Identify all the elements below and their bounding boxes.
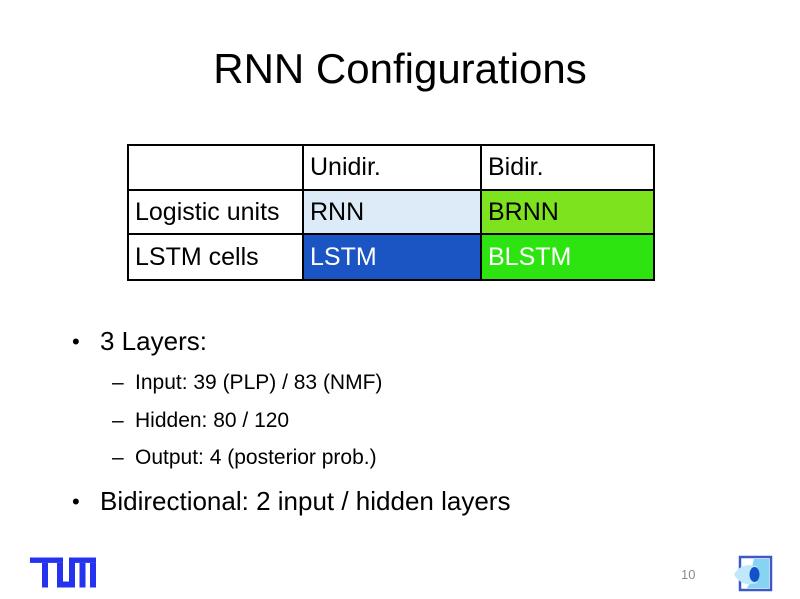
rnn-config-table: Unidir. Bidir. Logistic units RNN BRNN L… [127,144,655,281]
sub-bullet-item: –Input: 39 (PLP) / 83 (NMF) [112,371,382,395]
header-cell-bidir: Bidir. [480,144,655,191]
institute-logo [734,555,773,592]
table-row: Logistic units RNN BRNN [127,189,655,235]
sub-bullet-text: Output: 4 (posterior prob.) [135,446,377,469]
cell-blstm: BLSTM [480,233,655,281]
bullet-text: Bidirectional: 2 input / hidden layers [100,486,511,516]
bullet-dot-icon: • [72,489,80,514]
sub-bullet-item: –Hidden: 80 / 120 [112,409,289,433]
cell-lstm: LSTM [302,233,482,281]
table-header-row: Unidir. Bidir. [127,144,655,191]
bullet-item: • Bidirectional: 2 input / hidden layers [72,486,510,517]
dash-icon: – [112,409,124,432]
bullet-text: 3 Layers: [100,326,207,356]
bullet-dot-icon: • [72,329,80,354]
row-label: LSTM cells [127,233,304,281]
cell-rnn: RNN [302,189,482,235]
dash-icon: – [112,446,124,469]
cell-brnn: BRNN [480,189,655,235]
dash-icon: – [112,371,124,394]
page-number: 10 [681,567,696,582]
row-label: Logistic units [127,189,304,235]
tum-logo [30,557,96,588]
sub-bullet-text: Hidden: 80 / 120 [135,409,290,432]
table-row: LSTM cells LSTM BLSTM [127,233,655,281]
page-title: RNN Configurations [213,45,587,92]
sub-bullet-item: –Output: 4 (posterior prob.) [112,446,377,470]
header-cell-unidir: Unidir. [302,144,482,191]
sub-bullet-text: Input: 39 (PLP) / 83 (NMF) [135,371,383,394]
bullet-item: • 3 Layers: [72,326,207,357]
header-cell-empty [127,144,304,191]
